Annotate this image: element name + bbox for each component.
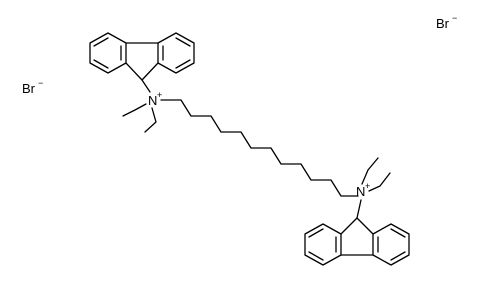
fluorenyl-group-bottom — [304, 217, 410, 266]
aromatic-double-bonds-bottom-left — [308, 228, 337, 261]
nitrogen-top-symbol: N — [148, 93, 157, 108]
bromide-right-charge: − — [452, 13, 457, 23]
ethyl-group-bottom-1 — [361, 157, 379, 185]
bromide-left-symbol: Br — [22, 81, 36, 96]
bromide-left-charge: − — [38, 78, 43, 88]
ammonium-center-top: N + — [122, 90, 162, 133]
bond-c9-n-top — [141, 79, 151, 93]
bromide-ion-left: Br − — [22, 78, 43, 96]
aromatic-double-bonds-bottom-right — [377, 228, 406, 261]
nitrogen-top-charge: + — [157, 90, 162, 100]
bond-n-c9-bottom — [356, 199, 362, 219]
fluorenyl-group-top — [89, 32, 195, 93]
cyclopentane-ring-top — [125, 42, 159, 81]
bromide-ion-right: Br − — [436, 13, 457, 31]
nitrogen-bottom-charge: + — [365, 181, 370, 191]
aromatic-double-bonds-top-right — [162, 37, 191, 69]
ammonium-center-bottom: N + — [356, 157, 391, 219]
aromatic-double-bonds-top-left — [93, 37, 122, 69]
ethyl-group-top-1 — [122, 103, 147, 117]
bromide-right-symbol: Br — [436, 16, 450, 31]
decyl-chain — [160, 99, 359, 197]
ethyl-group-bottom-2 — [368, 172, 391, 192]
nitrogen-bottom-symbol: N — [356, 184, 365, 199]
cyclopentane-ring-bottom — [340, 217, 374, 256]
ethyl-group-top-2 — [144, 107, 157, 133]
benzene-ring-bottom-left — [304, 223, 342, 266]
benzene-ring-bottom-right — [372, 223, 410, 266]
